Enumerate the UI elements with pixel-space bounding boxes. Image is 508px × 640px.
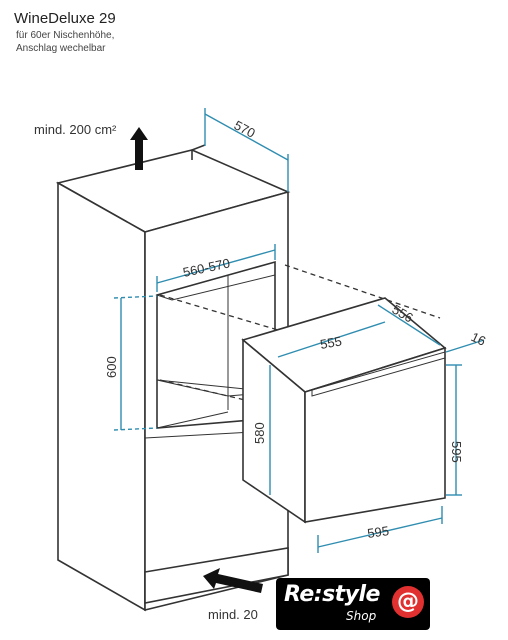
dim-line-570 <box>204 113 289 161</box>
dim-line-560-570 <box>156 249 276 284</box>
dim-label-appliance-height: 580 <box>252 422 267 444</box>
dim-line-595-width <box>317 517 443 548</box>
subtitle-line-1: für 60er Nischenhöhe, <box>16 30 115 41</box>
at-symbol-icon: @ <box>392 586 424 618</box>
dim-ext-dashed <box>113 295 158 299</box>
projection-line <box>159 379 246 401</box>
dim-ext-dashed <box>113 427 158 431</box>
logo-brand: Re:style <box>284 582 380 607</box>
dim-label-niche-height: 600 <box>104 356 119 378</box>
dim-label-door-thickness: 16 <box>469 329 488 349</box>
product-title: WineDeluxe 29 <box>14 10 116 27</box>
shop-logo: Re:style Shop @ <box>276 578 430 630</box>
appliance-door-edge <box>311 351 446 397</box>
cabinet-side-panel <box>57 181 146 612</box>
dim-line-16 <box>445 339 485 353</box>
dim-label-cabinet-depth: 570 <box>232 117 258 140</box>
left-arrow-icon <box>203 568 263 593</box>
cabinet-back-top <box>191 144 206 151</box>
vent-top-label: mind. 200 cm² <box>34 122 117 137</box>
dim-line-555 <box>277 321 386 358</box>
niche-floor-front <box>156 411 229 429</box>
vent-bottom-label: mind. 20 <box>208 607 258 622</box>
dim-label-appliance-total-height: 595 <box>449 441 464 463</box>
subtitle-line-2: Anschlag wechelbar <box>16 43 106 54</box>
projection-line <box>284 264 441 319</box>
dim-line-556 <box>377 304 441 346</box>
dim-label-appliance-width-top: 555 <box>319 333 343 352</box>
dim-label-appliance-width: 595 <box>366 523 390 541</box>
appliance-front-face <box>304 346 446 523</box>
niche-top-inner <box>155 261 276 301</box>
up-arrow-icon <box>130 127 148 170</box>
logo-shop: Shop <box>346 609 377 623</box>
